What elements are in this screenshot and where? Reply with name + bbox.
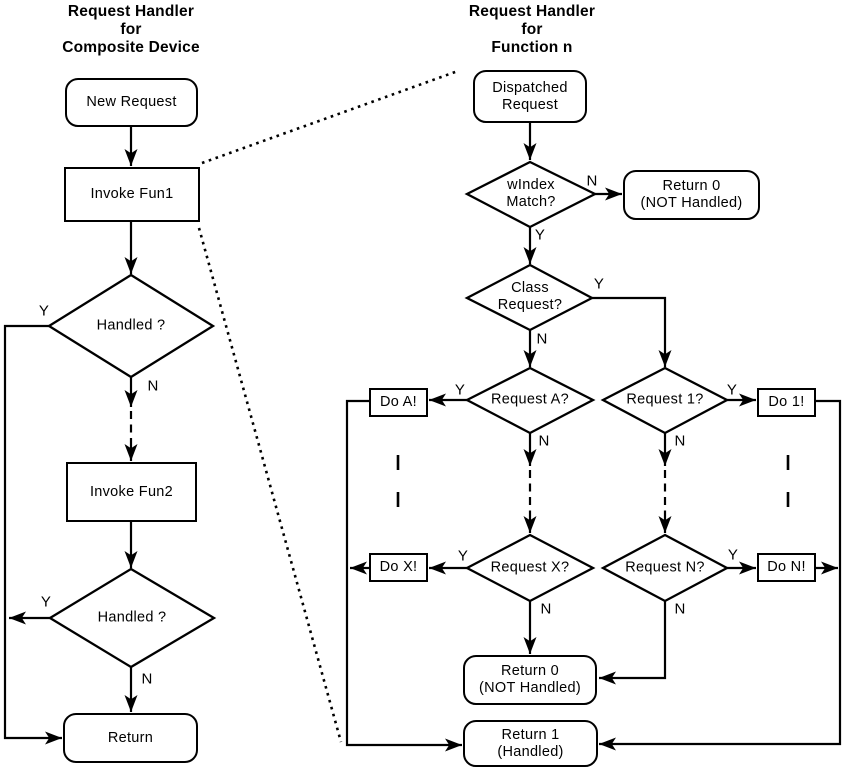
branch-class-no: N [536,330,548,348]
branch-windex-yes: Y [534,226,546,244]
branch-handled2-no: N [141,670,153,688]
node-do-n: Do N! [757,553,816,582]
edge-request-n-no [599,601,667,685]
branch-request-x-yes: Y [457,547,469,565]
branch-request-n-no: N [674,600,686,618]
branch-request-a-yes: Y [454,381,466,399]
decision-handled2-label: Handled ? [97,609,167,626]
node-return0-bottom: Return 0 (NOT Handled) [463,655,597,705]
node-invoke-fun2: Invoke Fun2 [66,462,197,522]
zoom-dotted-line-bottom [197,227,343,743]
branch-handled1-no: N [147,377,159,395]
branch-request-1-no: N [674,432,686,450]
right-flow-title: Request Handler for Function n [468,3,596,56]
left-flow-title: Request Handler for Composite Device [62,3,200,56]
node-new-request: New Request [65,78,198,127]
node-do-x: Do X! [369,553,428,582]
node-return0-top: Return 0 (NOT Handled) [623,170,760,220]
decision-request-n-label: Request N? [625,559,705,576]
edge-class-yes [592,296,672,367]
node-do-1: Do 1! [757,388,816,417]
node-dispatched-request: Dispatched Request [473,70,587,123]
decision-handled1-label: Handled ? [96,317,166,334]
decision-request-1-label: Request 1? [626,391,704,408]
branch-windex-no: N [586,172,598,190]
node-do-a: Do A! [369,388,428,417]
branch-handled1-yes: Y [38,302,50,320]
decision-class-label: Class Request? [497,280,563,313]
edge-do-a-to-return1 [345,399,462,752]
branch-handled2-yes: Y [40,593,52,611]
node-return: Return [63,713,198,763]
decision-windex-label: wIndex Match? [506,177,556,210]
branch-request-x-no: N [540,600,552,618]
zoom-dotted-line-top [201,69,459,165]
edge-do-1-to-return1 [599,399,842,751]
decision-request-a-label: Request A? [491,391,569,408]
decision-request-x-label: Request X? [490,559,570,576]
node-return1: Return 1 (Handled) [463,720,598,767]
branch-class-yes: Y [593,275,605,293]
edge-handled1-yes-to-return [3,324,62,745]
branch-request-1-yes: Y [726,381,738,399]
node-invoke-fun1: Invoke Fun1 [64,167,200,222]
branch-request-n-yes: Y [727,546,739,564]
branch-request-a-no: N [538,432,550,450]
